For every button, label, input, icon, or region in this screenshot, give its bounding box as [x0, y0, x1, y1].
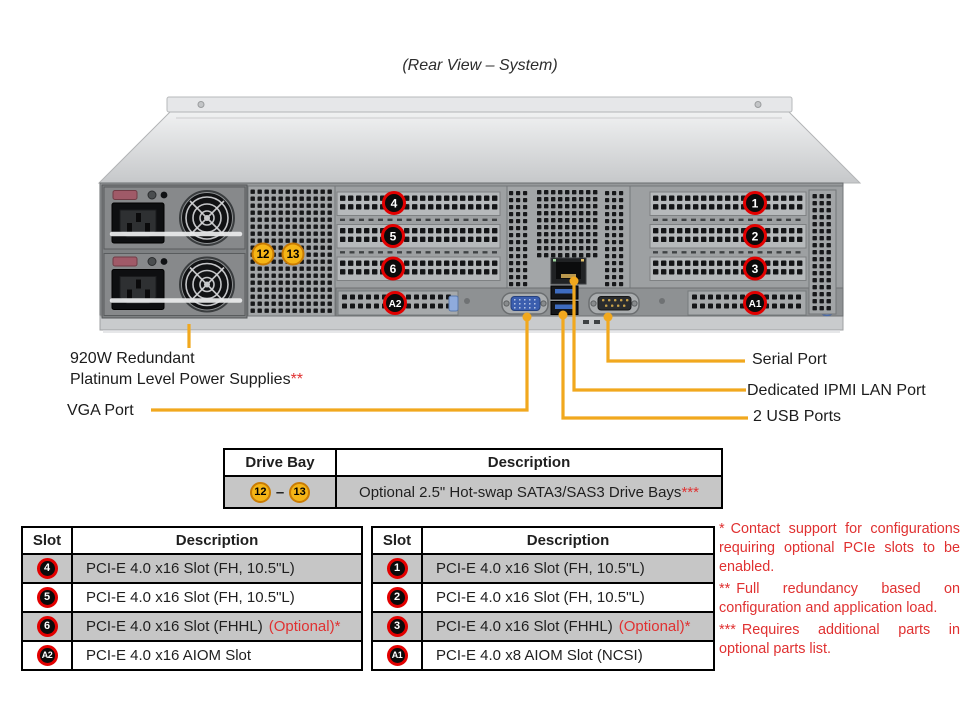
pcie-slot-cage-right — [629, 185, 844, 291]
usb-callout-label: 2 USB Ports — [753, 408, 842, 425]
slot-badge-6: 6 — [381, 256, 405, 281]
table-row-slot-1: 1 PCI-E 4.0 x16 Slot (FH, 10.5"L) — [371, 553, 715, 584]
vga-callout-label: VGA Port — [67, 402, 134, 419]
svg-text:A1: A1 — [749, 299, 762, 310]
slot-badge-1: 1 — [743, 191, 767, 215]
slot-badge-a2: A2 — [383, 291, 407, 315]
svg-text:5: 5 — [390, 230, 397, 244]
slot-badge: 4 — [36, 558, 58, 579]
svg-text:A2: A2 — [389, 299, 402, 310]
table-row-slot-3: 3 PCI-E 4.0 x16 Slot (FHHL)(Optional)* — [371, 611, 715, 642]
usb-callout-line — [561, 315, 748, 420]
psu-fan-grille — [179, 190, 235, 246]
callout-dots — [522, 276, 613, 322]
slot-table-header-row: Slot Description — [371, 526, 715, 555]
vent-panel-right — [808, 189, 837, 315]
description-col-header: Description — [421, 526, 715, 555]
slot-badge-5: 5 — [381, 224, 405, 248]
drive-bay-table: Drive Bay Description 12–13 Optional 2.5… — [223, 448, 723, 509]
vga-port — [501, 292, 549, 315]
slot-badge: 3 — [386, 616, 408, 637]
drive-bay-badge-12: 12 — [251, 242, 275, 266]
svg-text:12: 12 — [257, 249, 270, 261]
description-col-header: Description — [335, 448, 723, 477]
table-row-slot-a2: A2 PCI-E 4.0 x16 AIOM Slot — [21, 640, 363, 671]
ipmi-callout-line — [572, 281, 746, 392]
slot-badge: 5 — [36, 587, 58, 608]
range-dash: – — [275, 483, 285, 501]
footnote-1: *Contact support for configurations requ… — [719, 521, 960, 575]
svg-text:2: 2 — [752, 230, 759, 244]
power-supply-2 — [103, 253, 246, 316]
footnote-2: **Full redundancy based on configuration… — [719, 581, 960, 616]
footnotes: *Contact support for configurations requ… — [719, 520, 960, 662]
svg-text:4: 4 — [391, 197, 398, 211]
slot-badge-2: 2 — [743, 224, 767, 248]
drive-bay-badge-13: 13 — [289, 481, 311, 503]
slot-badge: 2 — [386, 587, 408, 608]
slot-badge: 1 — [386, 558, 408, 579]
usb-ports — [550, 285, 579, 315]
vga-callout-line — [151, 317, 529, 412]
slot-badge: A2 — [36, 645, 58, 666]
serial-callout-line — [606, 317, 745, 363]
table-row-slot-4: 4 PCI-E 4.0 x16 Slot (FH, 10.5"L) — [21, 553, 363, 584]
drive-bay-col-header: Drive Bay — [223, 448, 337, 477]
drive-bay-description-cell: Optional 2.5" Hot-swap SATA3/SAS3 Drive … — [335, 475, 723, 509]
power-supply-bay — [101, 184, 248, 319]
footnote-3: ***Requires additional parts in optional… — [719, 622, 960, 657]
drive-bay-badge-12: 12 — [249, 481, 271, 503]
slot-badge-3: 3 — [743, 256, 767, 281]
slot-badge: 6 — [36, 616, 58, 637]
drive-bay-header-row: Drive Bay Description — [223, 448, 723, 477]
psu-label-line2: Platinum Level Power Supplies** — [70, 371, 304, 388]
power-supply-1 — [103, 186, 246, 250]
slot-col-header: Slot — [21, 526, 73, 555]
ipmi-lan-port — [550, 257, 587, 285]
svg-text:1: 1 — [752, 197, 759, 211]
psu-fan-grille — [179, 256, 235, 313]
psu-label-line1: 920W Redundant — [70, 350, 195, 367]
diagram-title: (Rear View – System) — [402, 57, 558, 74]
footnote-marker: *** — [681, 483, 699, 501]
slot-col-header: Slot — [371, 526, 423, 555]
ipmi-callout-label: Dedicated IPMI LAN Port — [747, 382, 926, 399]
slot-badge-a1: A1 — [743, 291, 767, 315]
table-row-slot-6: 6 PCI-E 4.0 x16 Slot (FHHL)(Optional)* — [21, 611, 363, 642]
drive-bay-row: 12–13 Optional 2.5" Hot-swap SATA3/SAS3 … — [223, 475, 723, 509]
slot-table-header-row: Slot Description — [21, 526, 363, 555]
pcie-slot-cage-middle — [334, 185, 508, 291]
table-row-slot-a1: A1 PCI-E 4.0 x8 AIOM Slot (NCSI) — [371, 640, 715, 671]
psu-footnote-marker: ** — [290, 371, 304, 388]
svg-text:6: 6 — [390, 262, 397, 276]
psu-callout-label: 920W Redundant Platinum Level Power Supp… — [70, 348, 303, 390]
callout-lines — [151, 281, 748, 420]
svg-text:3: 3 — [752, 262, 759, 276]
drive-bay-range-cell: 12–13 — [223, 475, 337, 509]
table-row-slot-2: 2 PCI-E 4.0 x16 Slot (FH, 10.5"L) — [371, 582, 715, 613]
chassis-lid — [97, 96, 862, 184]
slot-table-right: Slot Description 1 PCI-E 4.0 x16 Slot (F… — [371, 526, 715, 671]
serial-callout-label: Serial Port — [752, 351, 827, 368]
slot-badge: A1 — [386, 645, 408, 666]
slot-badge-4: 4 — [382, 191, 406, 215]
table-row-slot-5: 5 PCI-E 4.0 x16 Slot (FH, 10.5"L) — [21, 582, 363, 613]
drive-bay-badge-13: 13 — [281, 242, 305, 266]
description-col-header: Description — [71, 526, 363, 555]
svg-text:13: 13 — [287, 249, 300, 261]
serial-port — [588, 292, 640, 315]
slot-table-left: Slot Description 4 PCI-E 4.0 x16 Slot (F… — [21, 526, 363, 671]
